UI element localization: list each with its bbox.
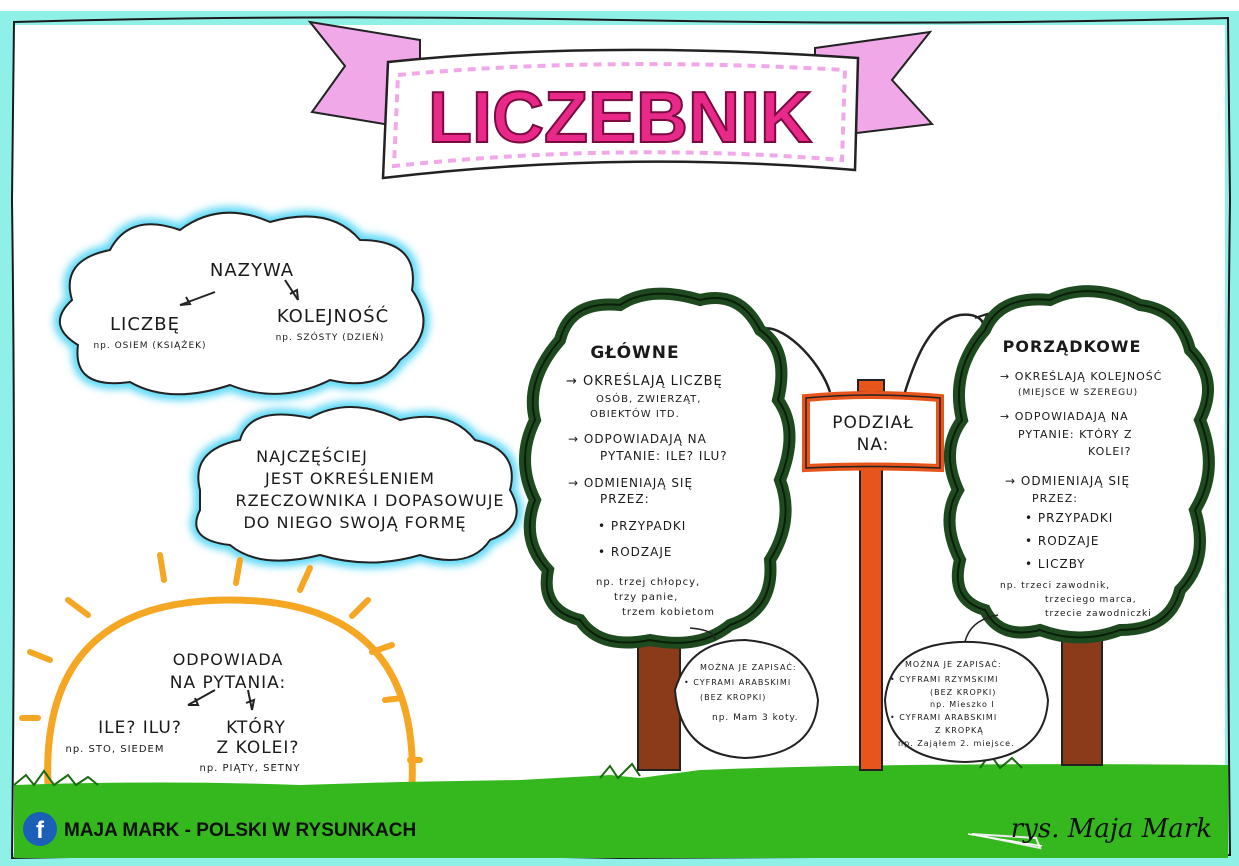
tree-main-p2a: PYTANIE: ILE? ILU? xyxy=(600,449,728,463)
definition-number-label: LICZBĘ xyxy=(110,314,180,335)
definition-order-example: np. SZÓSTY (DZIEŃ) xyxy=(276,331,385,343)
tree-ord-note-4: np. Mieszko I xyxy=(930,700,995,709)
tree-main-p1b: OBIEKTÓW ITD. xyxy=(590,407,680,420)
tree-ord-b1: • PRZYPADKI xyxy=(1025,511,1113,525)
tree-ord-crown xyxy=(943,285,1215,644)
tree-ord-b2: • RODZAJE xyxy=(1025,534,1099,548)
signature: rys. Maja Mark xyxy=(1011,814,1212,844)
tree-ord-title: PORZĄDKOWE xyxy=(1003,337,1142,356)
pencil-icon xyxy=(967,833,1043,850)
sun-example-left: np. STO, SIEDEM xyxy=(66,744,165,755)
tree-ord-p2a: PYTANIE: KTÓRY Z xyxy=(1018,428,1133,441)
usage-line-2: JEST OKREŚLENIEM xyxy=(264,469,435,488)
definition-heading: NAZYWA xyxy=(210,260,294,281)
tree-main-p1: → OKREŚLAJĄ LICZBĘ xyxy=(566,373,723,389)
tree-ord-p1a: (MIEJSCE W SZEREGU) xyxy=(1018,388,1138,398)
tree-ord-ex2: trzeciego marca, xyxy=(1045,595,1137,605)
tree-main-note-2: • CYFRAMI ARABSKIMI xyxy=(684,678,791,687)
usage-line-3: RZECZOWNIKA I DOPASOWUJE xyxy=(235,491,504,510)
tree-ord-p3a: PRZEZ: xyxy=(1032,492,1078,505)
tree-main-note-1: MOŻNA JE ZAPISAĆ: xyxy=(700,661,797,672)
tree-ord-note-1: MOŻNA JE ZAPISAĆ: xyxy=(905,658,1002,669)
tree-main-note-4: np. Mam 3 koty. xyxy=(712,713,798,723)
tree-ord-b3: • LICZBY xyxy=(1025,557,1086,571)
page-border xyxy=(0,11,1239,866)
tree-ord-note-bubble xyxy=(883,614,1050,764)
footer-brand[interactable]: MAJA MARK - POLSKI W RYSUNKACH xyxy=(64,820,416,841)
tree-ord-p3: → ODMIENIAJĄ SIĘ xyxy=(1005,474,1130,488)
tree-main-title: GŁÓWNE xyxy=(590,341,679,363)
grass xyxy=(13,752,1228,858)
tree-ord-p1: → OKREŚLAJĄ KOLEJNOŚĆ xyxy=(1000,370,1162,383)
signpost xyxy=(747,312,989,771)
usage-cloud xyxy=(190,401,523,569)
tree-ord-p2: → ODPOWIADAJĄ NA xyxy=(1000,410,1129,423)
definition-cloud xyxy=(53,206,430,401)
tree-main-b1: • PRZYPADKI xyxy=(598,519,686,533)
tree-ord-trunk xyxy=(1061,629,1103,766)
tree-ord-ex1: np. trzeci zawodnik, xyxy=(1000,581,1110,591)
sun-question-left: ILE? ILU? xyxy=(98,718,182,738)
tree-main-note-3: (BEZ KROPKI) xyxy=(700,693,766,702)
tree-main-trunk xyxy=(637,639,681,771)
tree-main-ex1: np. trzej chłopcy, xyxy=(596,577,700,588)
title-ribbon xyxy=(307,20,935,180)
tree-main-p3a: PRZEZ: xyxy=(600,492,650,506)
tree-main-note-bubble xyxy=(673,627,820,760)
tree-main-b2: • RODZAJE xyxy=(598,545,672,559)
tree-main-crown xyxy=(519,287,796,649)
sun-heading-2: NA PYTANIA: xyxy=(170,673,287,693)
sun-heading-1: ODPOWIADA xyxy=(173,650,284,669)
usage-line-1: NAJCZĘŚCIEJ xyxy=(256,447,368,466)
sun-example-right: np. PIĄTY, SETNY xyxy=(199,763,300,774)
sign-line-2: NA: xyxy=(857,435,890,455)
facebook-icon[interactable]: f xyxy=(23,812,57,846)
sun xyxy=(19,552,423,786)
sun-question-right-2: Z KOLEI? xyxy=(217,738,300,758)
tree-ord-note-7: np. Zająłem 2. miejsce. xyxy=(898,739,1015,748)
sun-question-right-1: KTÓRY xyxy=(226,716,286,738)
svg-text:f: f xyxy=(36,817,45,844)
tree-ord-note-6: Z KROPKĄ xyxy=(935,726,984,735)
definition-order-label: KOLEJNOŚĆ xyxy=(277,305,389,327)
tree-ord-ex3: trzecie zawodniczki xyxy=(1045,609,1152,619)
tree-main-p2: → ODPOWIADAJĄ NA xyxy=(568,432,707,446)
tree-main-p3: → ODMIENIAJĄ SIĘ xyxy=(568,476,693,490)
definition-number-example: np. OSIEM (KSIĄŻEK) xyxy=(93,340,206,351)
tree-main-ex3: trzem kobietom xyxy=(622,607,715,618)
tree-ord-note-5: • CYFRAMI ARABSKIMI xyxy=(890,713,997,722)
tree-ord-note-2: • CYFRAMI RZYMSKIMI xyxy=(890,675,998,684)
usage-line-4: DO NIEGO SWOJĄ FORMĘ xyxy=(243,513,466,532)
sign-line-1: PODZIAŁ xyxy=(832,413,914,433)
tree-main-ex2: trzy panie, xyxy=(614,592,678,603)
tree-ord-note-3: (BEZ KROPKI) xyxy=(930,688,996,697)
tree-ord-p2b: KOLEI? xyxy=(1088,445,1131,458)
page-title: LICZEBNIK xyxy=(428,78,812,158)
tree-main-p1a: OSÓB, ZWIERZĄT, xyxy=(596,392,701,405)
